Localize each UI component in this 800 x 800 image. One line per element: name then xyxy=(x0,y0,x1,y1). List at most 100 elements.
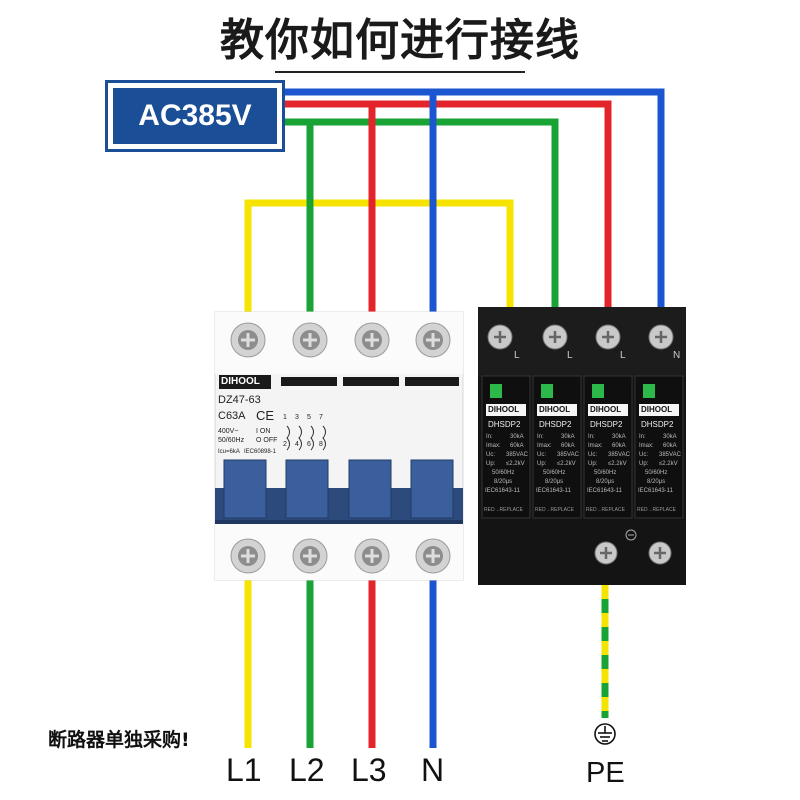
spd-module-in-value: 30kA xyxy=(510,434,524,440)
pole-number: 4 xyxy=(295,441,299,448)
breaker-icu: Icu=6kA xyxy=(218,449,240,455)
spd-module-in-label: In: xyxy=(537,434,544,440)
spd-module-up-label: Up: xyxy=(537,461,547,467)
spd-module-footer: RED→REPLACE xyxy=(535,507,574,513)
spd-ground-mark-icon xyxy=(625,529,637,541)
spd-module-freq: 50/60Hz xyxy=(543,470,566,476)
spd-module-brand: DIHOOL xyxy=(641,405,673,414)
surge-protector xyxy=(478,307,686,585)
spd-module-model: DHSDP2 xyxy=(641,420,674,429)
voltage-label: AC385V xyxy=(113,88,277,144)
spd-module-footer: RED→REPLACE xyxy=(637,507,676,513)
wire-green-feed xyxy=(285,118,559,318)
terminal-label-n: N xyxy=(421,752,445,788)
spd-module-imax-label: Imax: xyxy=(486,443,501,449)
circuit-breaker xyxy=(214,311,464,581)
spd-module-footer: RED→REPLACE xyxy=(484,507,523,513)
spd-module-standard: IEC61643-11 xyxy=(587,488,622,494)
spd-module-wave: 8/20μs xyxy=(647,479,666,485)
spd-module-uc-value: 385VAC xyxy=(506,452,528,458)
spd-top-screws xyxy=(487,324,674,350)
spd-module-uc-label: Uc: xyxy=(588,452,597,458)
pole-number: 8 xyxy=(319,441,323,448)
pole-number: 6 xyxy=(307,441,311,448)
page-title: 教你如何进行接线 xyxy=(220,15,580,66)
spd-bottom-screws xyxy=(594,541,672,565)
spd-module-standard: IEC61643-11 xyxy=(638,488,673,494)
breaker-note: 断路器单独采购! xyxy=(48,729,190,751)
spd-module-up-value: ≤2.2kV xyxy=(659,461,678,467)
ground-icon xyxy=(594,723,616,745)
spd-module-imax-label: Imax: xyxy=(639,443,654,449)
terminal-label-l2: L2 xyxy=(289,752,325,788)
breaker-on-label: I ON xyxy=(256,428,271,435)
title-underline xyxy=(275,71,525,73)
spd-terminal-label: L xyxy=(514,350,520,361)
spd-module-standard: IEC61643-11 xyxy=(536,488,571,494)
spd-module-uc-value: 385VAC xyxy=(608,452,630,458)
wire-blue-feed xyxy=(285,88,665,318)
spd-module-brand: DIHOOL xyxy=(590,405,622,414)
spd-module-wave: 8/20μs xyxy=(596,479,615,485)
breaker-rating: C63A xyxy=(218,410,246,422)
breaker-standard: IEC60898-1 xyxy=(244,449,277,455)
pole-number: 2 xyxy=(283,441,287,448)
breaker-model: DZ47-63 xyxy=(218,394,261,406)
spd-module-uc-value: 385VAC xyxy=(659,452,681,458)
pole-number: 5 xyxy=(307,414,311,421)
spd-module-up-label: Up: xyxy=(639,461,649,467)
pole-number: 7 xyxy=(319,414,323,421)
spd-module-in-value: 30kA xyxy=(612,434,626,440)
pe-label: PE xyxy=(586,757,625,789)
spd-module-up-value: ≤2.2kV xyxy=(506,461,525,467)
breaker-ce-mark: CE xyxy=(256,408,275,423)
spd-module-standard: IEC61643-11 xyxy=(485,488,520,494)
spd-terminal-label: N xyxy=(673,350,681,361)
spd-module-model: DHSDP2 xyxy=(590,420,623,429)
spd-module-imax-value: 60kA xyxy=(510,443,524,449)
spd-module-uc-label: Uc: xyxy=(537,452,546,458)
spd-module-imax-value: 60kA xyxy=(663,443,677,449)
spd-module-up-label: Up: xyxy=(588,461,598,467)
pole-diagram xyxy=(286,425,326,451)
breaker-spec-freq: 50/60Hz xyxy=(218,437,245,444)
breaker-top-screws xyxy=(230,322,451,358)
spd-module-up-value: ≤2.2kV xyxy=(557,461,576,467)
voltage-label-box: AC385V xyxy=(105,80,285,152)
wire-red-feed xyxy=(285,100,612,318)
spd-module-in-value: 30kA xyxy=(663,434,677,440)
spd-module-brand: DIHOOL xyxy=(539,405,571,414)
pole-number: 3 xyxy=(295,414,299,421)
pole-number: 1 xyxy=(283,414,287,421)
spd-module-uc-label: Uc: xyxy=(639,452,648,458)
terminal-label-l1: L1 xyxy=(226,752,262,788)
spd-terminal-label: L xyxy=(620,350,626,361)
spd-module-up-value: ≤2.2kV xyxy=(608,461,627,467)
spd-module-imax-label: Imax: xyxy=(588,443,603,449)
spd-module-in-label: In: xyxy=(486,434,493,440)
breaker-bottom-screws xyxy=(230,538,451,574)
spd-terminal-label: L xyxy=(567,350,573,361)
spd-module-imax-label: Imax: xyxy=(537,443,552,449)
spd-module-freq: 50/60Hz xyxy=(492,470,515,476)
spd-module-in-label: In: xyxy=(639,434,646,440)
spd-module-brand: DIHOOL xyxy=(488,405,520,414)
spd-module-in-value: 30kA xyxy=(561,434,575,440)
spd-module-freq: 50/60Hz xyxy=(594,470,617,476)
spd-module-wave: 8/20μs xyxy=(545,479,564,485)
terminal-label-l3: L3 xyxy=(351,752,387,788)
breaker-spec-voltage: 400V~ xyxy=(218,428,239,435)
wire-yellow-feed xyxy=(244,199,514,318)
spd-module-wave: 8/20μs xyxy=(494,479,513,485)
spd-module-uc-value: 385VAC xyxy=(557,452,579,458)
spd-module-imax-value: 60kA xyxy=(561,443,575,449)
spd-module-model: DHSDP2 xyxy=(488,420,521,429)
spd-module-model: DHSDP2 xyxy=(539,420,572,429)
spd-module-in-label: In: xyxy=(588,434,595,440)
spd-module-footer: RED→REPLACE xyxy=(586,507,625,513)
breaker-off-label: O OFF xyxy=(256,437,278,444)
spd-module-up-label: Up: xyxy=(486,461,496,467)
spd-module-imax-value: 60kA xyxy=(612,443,626,449)
spd-module-uc-label: Uc: xyxy=(486,452,495,458)
